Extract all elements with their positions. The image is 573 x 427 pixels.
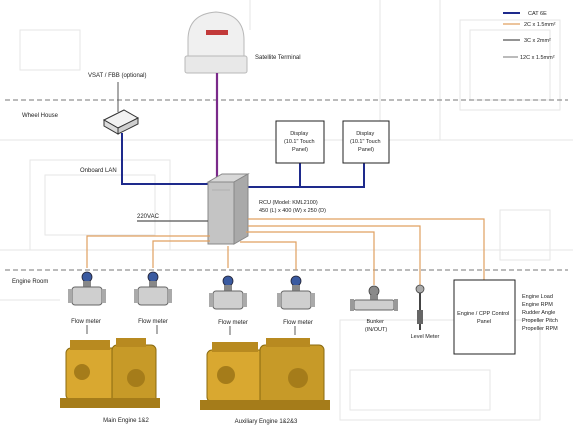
- flow-meter-4-label: Flow meter: [283, 320, 313, 326]
- flow-meter-3-label: Flow meter: [218, 320, 248, 326]
- bunker-meter-icon: [350, 285, 398, 311]
- legend-2c: 2C x 1.5mm²: [524, 22, 556, 28]
- legend-12c: 12C x 1.5mm²: [520, 55, 555, 61]
- signal-item: Engine Load: [522, 294, 553, 300]
- signal-item: Propeller Pitch: [522, 318, 558, 324]
- legend-3c: 3C x 2mm²: [524, 38, 551, 44]
- display-1-box: [275, 120, 325, 164]
- engine-room-label: Engine Room: [12, 279, 48, 285]
- signal-item: Rudder Angle: [522, 310, 555, 316]
- level-meter-label: Level Meter: [411, 334, 440, 340]
- rcu-label: RCU (Model: KML2100) 450 (L) x 400 (W) x…: [259, 200, 326, 214]
- flow-meter-2-label: Flow meter: [138, 319, 168, 325]
- wheel-house-label: Wheel House: [22, 113, 59, 119]
- rcu-cabinet-icon: [206, 173, 250, 245]
- display-2-box: [342, 120, 390, 164]
- display-2-label: Display (10.1" Touch Panel): [350, 131, 382, 153]
- flow-meter-4-icon: [277, 275, 315, 310]
- control-panel-label: Engine / CPP Control Panel: [457, 311, 511, 325]
- satellite-dome-icon: [184, 11, 248, 74]
- lan-lines: [121, 133, 365, 188]
- main-engine-label: Main Engine 1&2: [103, 418, 149, 424]
- meter-pipe-stubs: [86, 325, 296, 335]
- satellite-terminal-label: Satellite Terminal: [255, 55, 301, 61]
- vsat-label: VSAT / FBB (optional): [88, 73, 146, 79]
- flow-meter-1-label: Flow meter: [71, 319, 101, 325]
- signal-item: Propeller RPM: [522, 326, 558, 332]
- aux-engine-label: Auxiliary Engine 1&2&3: [235, 419, 298, 425]
- flow-meter-3-icon: [209, 275, 247, 310]
- flow-meter-2-icon: [134, 271, 172, 306]
- power-label: 220VAC: [137, 214, 160, 220]
- signal-cables: [86, 218, 485, 285]
- signal-item: Engine RPM: [522, 302, 553, 308]
- onboard-lan-label: Onboard LAN: [80, 168, 117, 174]
- legend-cat6e: CAT 6E: [528, 11, 547, 17]
- cable-legend: CAT 6E 2C x 1.5mm² 3C x 2mm² 12C x 1.5mm…: [503, 11, 556, 61]
- bunker-label: Bunker (IN/OUT): [365, 319, 387, 333]
- aux-engine-icon: [200, 338, 330, 410]
- level-meter-icon: [415, 284, 425, 330]
- router-icon: [102, 109, 140, 135]
- display-1-label: Display (10.1" Touch Panel): [284, 131, 316, 153]
- signal-list: Engine Load Engine RPM Rudder Angle Prop…: [522, 294, 558, 332]
- control-panel-box: [453, 279, 516, 355]
- main-engine-icon: [60, 338, 160, 408]
- flow-meter-1-icon: [68, 271, 106, 306]
